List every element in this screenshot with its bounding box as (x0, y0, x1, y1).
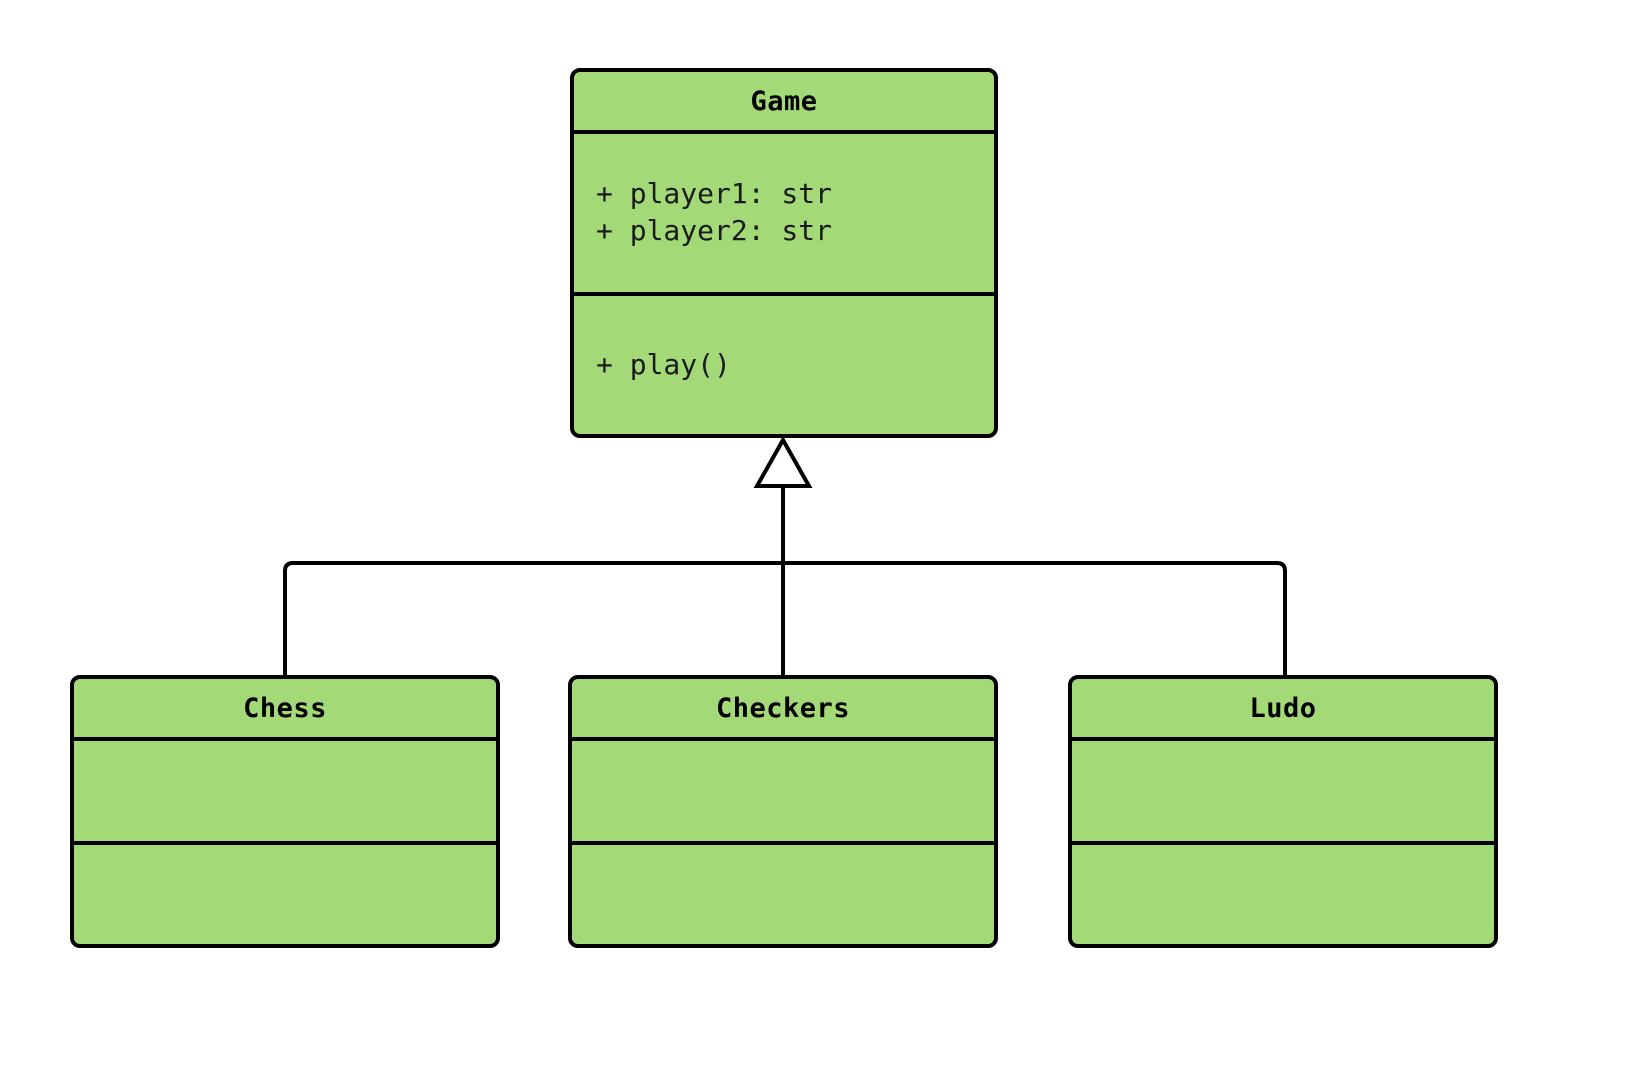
class-name-chess: Chess (243, 692, 327, 724)
attribute-item: + player2: str (596, 214, 833, 247)
class-name-ludo: Ludo (1249, 692, 1317, 724)
attributes-compartment-chess (74, 737, 496, 841)
methods-compartment-game: + play() (574, 292, 994, 434)
class-name-game: Game (750, 85, 818, 117)
generalization-arrowhead-icon (753, 435, 813, 488)
class-name-checkers: Checkers (715, 692, 851, 724)
attributes-compartment-ludo (1072, 737, 1494, 841)
uml-class-ludo[interactable]: Ludo (1068, 675, 1498, 948)
attributes-compartment-checkers (572, 737, 994, 841)
method-item: + play() (596, 347, 731, 381)
uml-class-game[interactable]: Game + player1: str + player2: str + pla… (570, 68, 998, 438)
uml-class-chess[interactable]: Chess (70, 675, 500, 948)
methods-compartment-ludo (1072, 841, 1494, 944)
methods-compartment-chess (74, 841, 496, 944)
uml-class-checkers[interactable]: Checkers (568, 675, 998, 948)
attributes-compartment-game: + player1: str + player2: str (574, 130, 994, 292)
attribute-item: + player1: str (596, 177, 833, 211)
methods-compartment-checkers (572, 841, 994, 944)
